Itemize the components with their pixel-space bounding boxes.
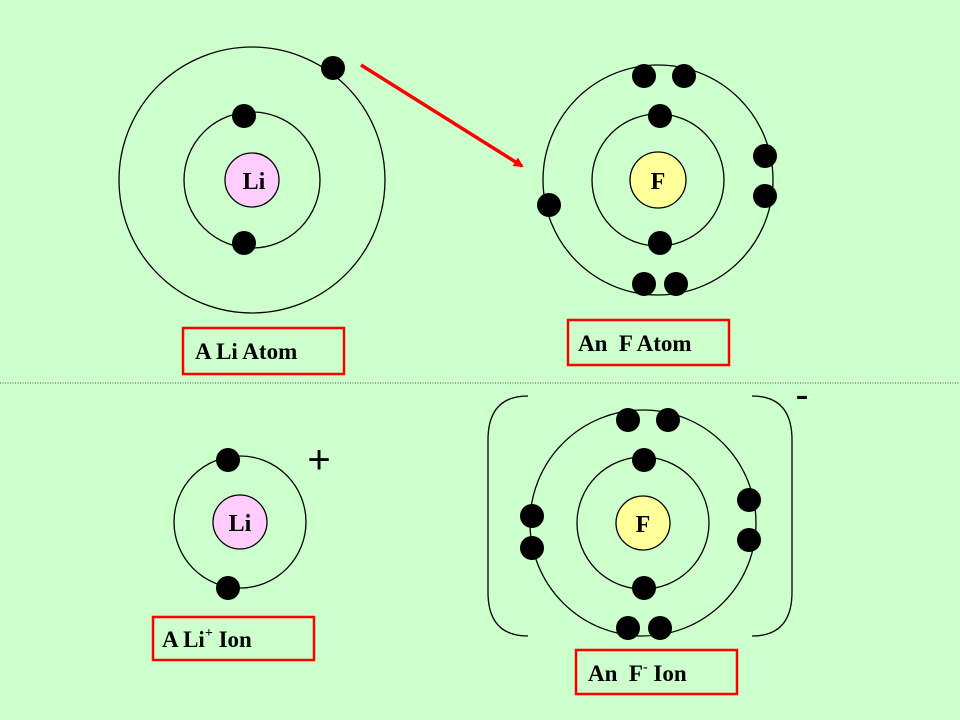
electron-dot-icon	[232, 231, 256, 255]
electron-dot-icon	[616, 616, 640, 640]
li-atom-outer-orbit	[118, 46, 386, 314]
electron-dot-icon	[753, 184, 777, 208]
electron-dot-icon	[672, 64, 696, 88]
electron-dot-icon	[656, 408, 680, 432]
electron-dot-icon	[232, 104, 256, 128]
li-atom: Li	[118, 46, 386, 314]
li-atom-caption-text: A Li Atom	[195, 339, 297, 364]
red-arrow-icon	[360, 63, 524, 168]
f-ion-right-bracket	[751, 395, 793, 637]
electron-dot-icon	[632, 64, 656, 88]
li-atom-nucleus	[224, 152, 280, 208]
li-ion-charge: +	[307, 438, 330, 482]
f-atom-caption-text: An F Atom	[578, 331, 692, 356]
electron-dot-icon	[520, 504, 544, 528]
f-ion-caption-suffix: Ion	[648, 661, 687, 686]
electron-dot-icon	[321, 56, 345, 80]
li-atom-symbol: Li	[243, 169, 266, 195]
electron-dot-icon	[632, 448, 656, 472]
li-ion-caption-suffix: Ion	[213, 627, 252, 652]
electron-dot-icon	[616, 408, 640, 432]
electron-dot-icon	[537, 193, 561, 217]
electron-dot-icon	[737, 528, 761, 552]
electron-dot-icon	[632, 272, 656, 296]
li-ion-caption: A Li+ Ion	[151, 615, 316, 662]
f-ion-charge: -	[795, 373, 808, 417]
li-ion-symbol: Li	[229, 511, 252, 537]
f-atom: F	[537, 64, 777, 296]
f-atom-symbol: F	[651, 169, 666, 195]
electron-dot-icon	[216, 448, 240, 472]
electron-dot-icon	[753, 144, 777, 168]
electron-dot-icon	[737, 488, 761, 512]
f-atom-nucleus	[629, 151, 687, 209]
electron-dot-icon	[632, 576, 656, 600]
f-ion-caption-prefix: An F	[588, 661, 643, 686]
f-atom-caption: An F Atom	[566, 318, 731, 367]
li-ion-caption-prefix: A Li	[162, 627, 205, 652]
f-ion-caption-text: An F- Ion	[588, 660, 687, 686]
f-ion-caption: An F- Ion	[574, 648, 739, 696]
li-ion-nucleus	[212, 494, 268, 550]
li-ion: Li +	[173, 438, 331, 600]
electron-dot-icon	[664, 272, 688, 296]
electron-dot-icon	[520, 536, 544, 560]
f-ion-nucleus	[615, 495, 671, 551]
f-atom-outer-orbit	[542, 64, 774, 296]
f-ion-caption-sup: -	[643, 660, 648, 675]
electron-dot-icon	[216, 576, 240, 600]
electron-dot-icon	[648, 231, 672, 255]
f-ion: - F	[487, 373, 809, 640]
li-ion-caption-sup: +	[205, 626, 213, 641]
f-ion-symbol: F	[636, 512, 651, 538]
li-ion-caption-text: A Li+ Ion	[162, 626, 252, 652]
electron-dot-icon	[648, 616, 672, 640]
li-atom-caption: A Li Atom	[181, 326, 346, 376]
f-ion-left-bracket	[487, 395, 529, 637]
electron-dot-icon	[648, 104, 672, 128]
